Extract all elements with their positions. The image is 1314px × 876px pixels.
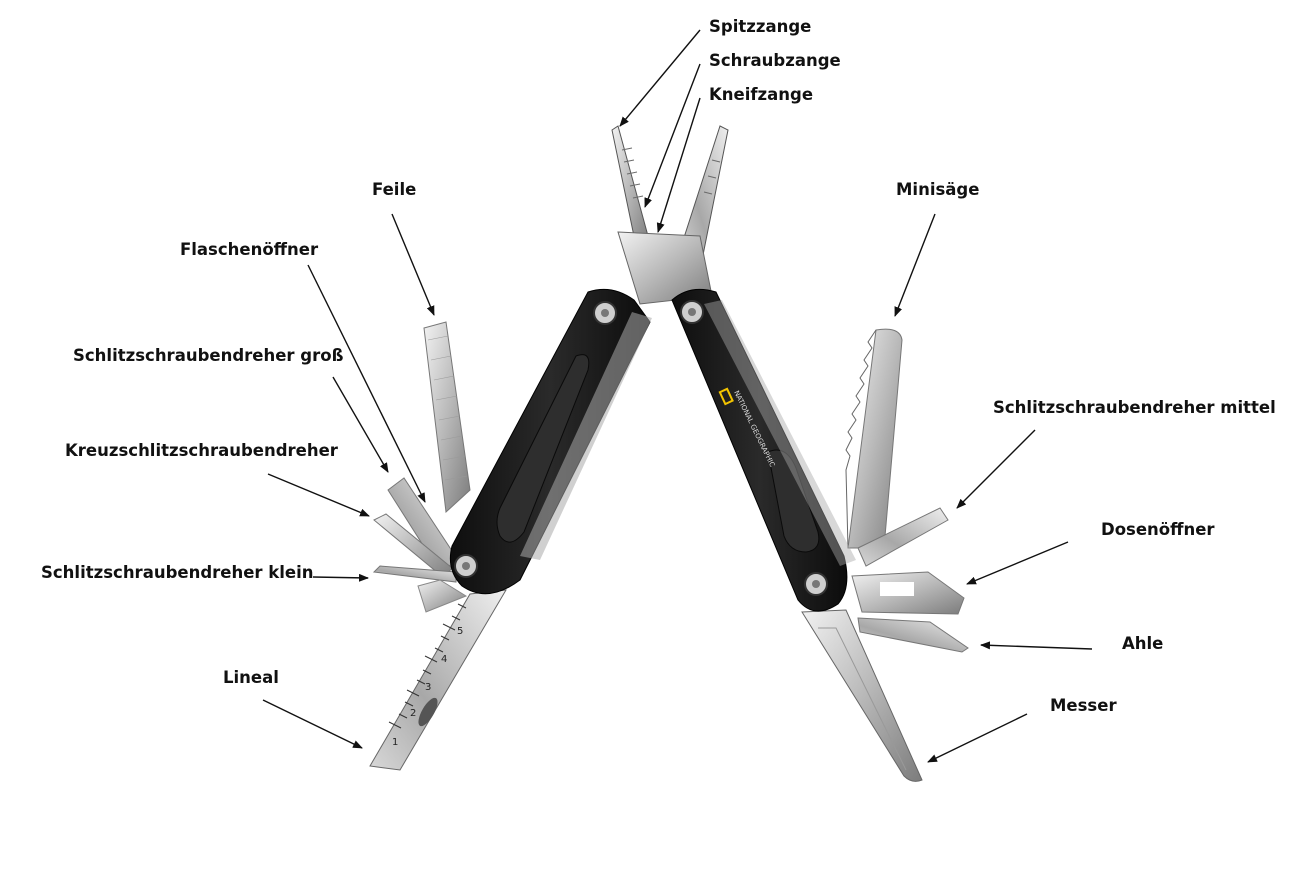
pliers-head [611,125,729,305]
label-flaschenoeffner: Flaschenöffner [180,240,319,259]
medium-screwdriver [857,507,949,567]
brand-logo-icon [718,387,734,406]
ruler-tick-4: 4 [441,654,447,665]
left-tools: 1 2 3 4 5 [369,288,652,771]
arrow-spitzzange [619,29,701,127]
right-handle [671,288,848,612]
right-top-screw-head [688,308,696,316]
right-tools: NATIONAL GEOGRAPHIC [671,288,969,782]
left-handle-liner [520,312,652,560]
can-opener-notch [880,582,914,596]
knife-blade [801,609,923,782]
arrow-messer [927,713,1028,763]
arrow-flaschenoeffner [307,264,426,503]
label-minisaege: Minisäge [896,180,980,199]
arrow-ahle [980,641,1093,650]
label-messer: Messer [1050,696,1117,715]
saw-blade [847,328,903,549]
left-handle-grip [496,354,590,543]
file-texture [427,335,468,481]
label-schlitz-mittel: Schlitzschraubendreher mittel [993,398,1276,417]
label-ahle: Ahle [1122,634,1164,653]
arrow-schlitz-gross [332,376,389,473]
pliers-teeth [621,147,721,199]
ruler-tick-1: 1 [392,737,398,748]
ruler-tick-5: 5 [457,626,463,637]
label-schlitz-klein: Schlitzschraubendreher klein [41,563,314,582]
ruler-marks [388,603,467,729]
label-lineal: Lineal [223,668,279,687]
ruler-slot [418,697,438,727]
arrow-kneifzange [656,97,701,233]
knife-edge-line [818,627,907,771]
tool-hook [417,579,468,613]
awl [857,617,969,653]
right-bottom-screw-head [812,580,820,588]
arrow-schlitz-klein [312,573,369,582]
arrow-schlitz-mittel [956,429,1036,509]
arrow-dosenoeffner [966,541,1069,585]
arrow-kreuzschlitz [267,473,370,517]
arrow-schraubzange [644,63,701,208]
label-schlitz-gross: Schlitzschraubendreher groß [73,346,344,365]
left-top-screw-head [601,309,609,317]
arrow-minisaege [894,213,936,317]
label-spitzzange: Spitzzange [709,17,812,36]
ruler-tick-3: 3 [425,682,431,693]
arrow-feile [391,213,435,316]
label-kreuzschlitz: Kreuzschlitzschraubendreher [65,441,338,460]
left-bottom-screw-head [462,562,470,570]
label-kneifzange: Kneifzange [709,85,814,104]
callout-arrows [262,29,1093,763]
label-dosenoeffner: Dosenöffner [1101,520,1215,539]
ruler-tick-2: 2 [410,708,416,719]
right-handle-liner [704,300,856,566]
ruler-blade [369,589,507,771]
arrow-lineal [262,699,363,749]
label-feile: Feile [372,180,417,199]
file-tool [423,321,471,514]
right-handle-grip [767,449,820,553]
label-schraubzange: Schraubzange [709,51,841,70]
saw-teeth [845,329,877,549]
